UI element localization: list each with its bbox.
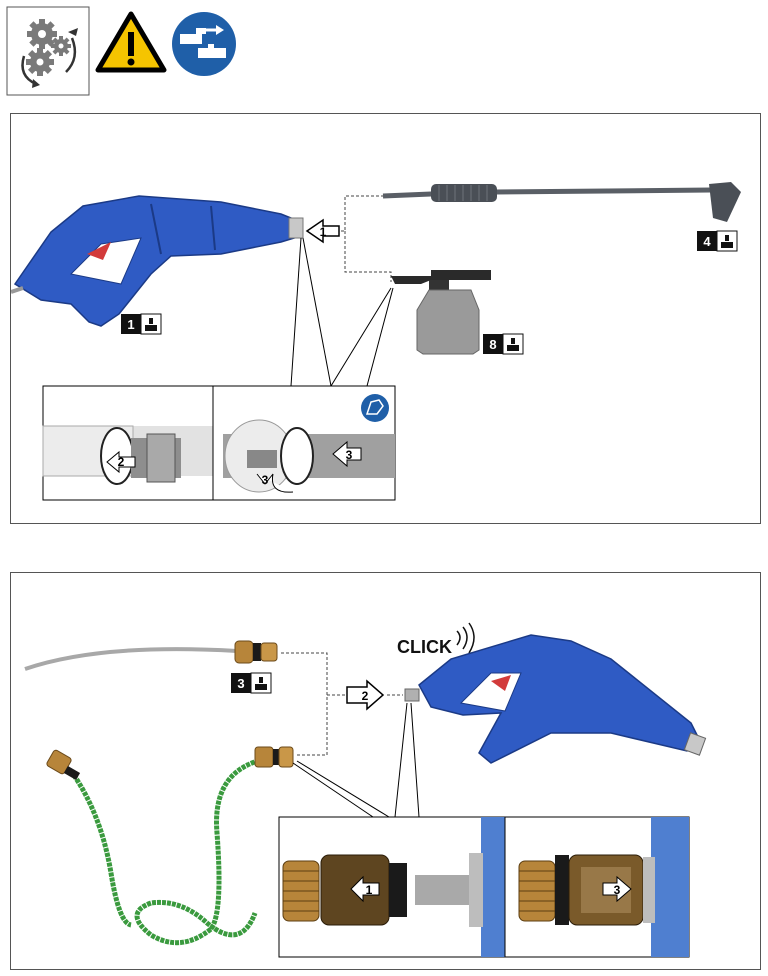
spray-gun: [10, 195, 304, 327]
spray-gun-connected: [404, 634, 707, 764]
warning-triangle-icon: [95, 11, 167, 73]
detail-box-left: 2: [42, 385, 214, 501]
step-arrow-2: 2: [346, 679, 385, 711]
disconnect-power-icon: [172, 12, 236, 76]
part-label-lance: 4: [697, 230, 738, 252]
svg-text:3: 3: [237, 676, 244, 691]
svg-text:4: 4: [703, 234, 711, 249]
parts-box-icon: [721, 235, 733, 248]
detail-box-right: 3 3: [212, 385, 396, 501]
panel2-illustration: 3 2 CLICK: [24, 622, 707, 958]
manual-tighten-icon: [361, 394, 389, 422]
svg-text:3: 3: [262, 473, 269, 487]
panel1-illustration: 1 4: [10, 182, 741, 501]
panel-connect-hose: 3 2 CLICK: [10, 572, 761, 970]
header-icons-svg: [6, 6, 236, 96]
svg-text:3: 3: [614, 883, 621, 897]
svg-text:1: 1: [366, 883, 373, 897]
gears-rotation-icon: [6, 6, 90, 96]
svg-text:2: 2: [362, 689, 369, 703]
svg-text:8: 8: [489, 337, 496, 352]
part-label-gun: 1: [121, 313, 162, 335]
svg-text:2: 2: [118, 455, 125, 469]
part-label-foam-bottle: 8: [483, 333, 524, 355]
step-arrow-1: 1: [305, 218, 340, 244]
header-icon-bar: [6, 6, 242, 96]
svg-text:3: 3: [346, 448, 353, 462]
panel-attach-accessories: 1 4: [10, 113, 761, 524]
step-arrow-1-label: 1: [320, 225, 327, 239]
svg-text:1: 1: [127, 317, 134, 332]
detail-box-coupling: 1 3: [278, 816, 690, 958]
extension-hose: [46, 746, 294, 946]
click-indicator: CLICK: [397, 622, 475, 657]
foam-bottle: [391, 270, 491, 355]
click-text: CLICK: [397, 637, 452, 657]
part-label-hose: 3: [231, 672, 272, 694]
spray-lance: [382, 182, 741, 222]
high-pressure-hose: [24, 640, 278, 671]
